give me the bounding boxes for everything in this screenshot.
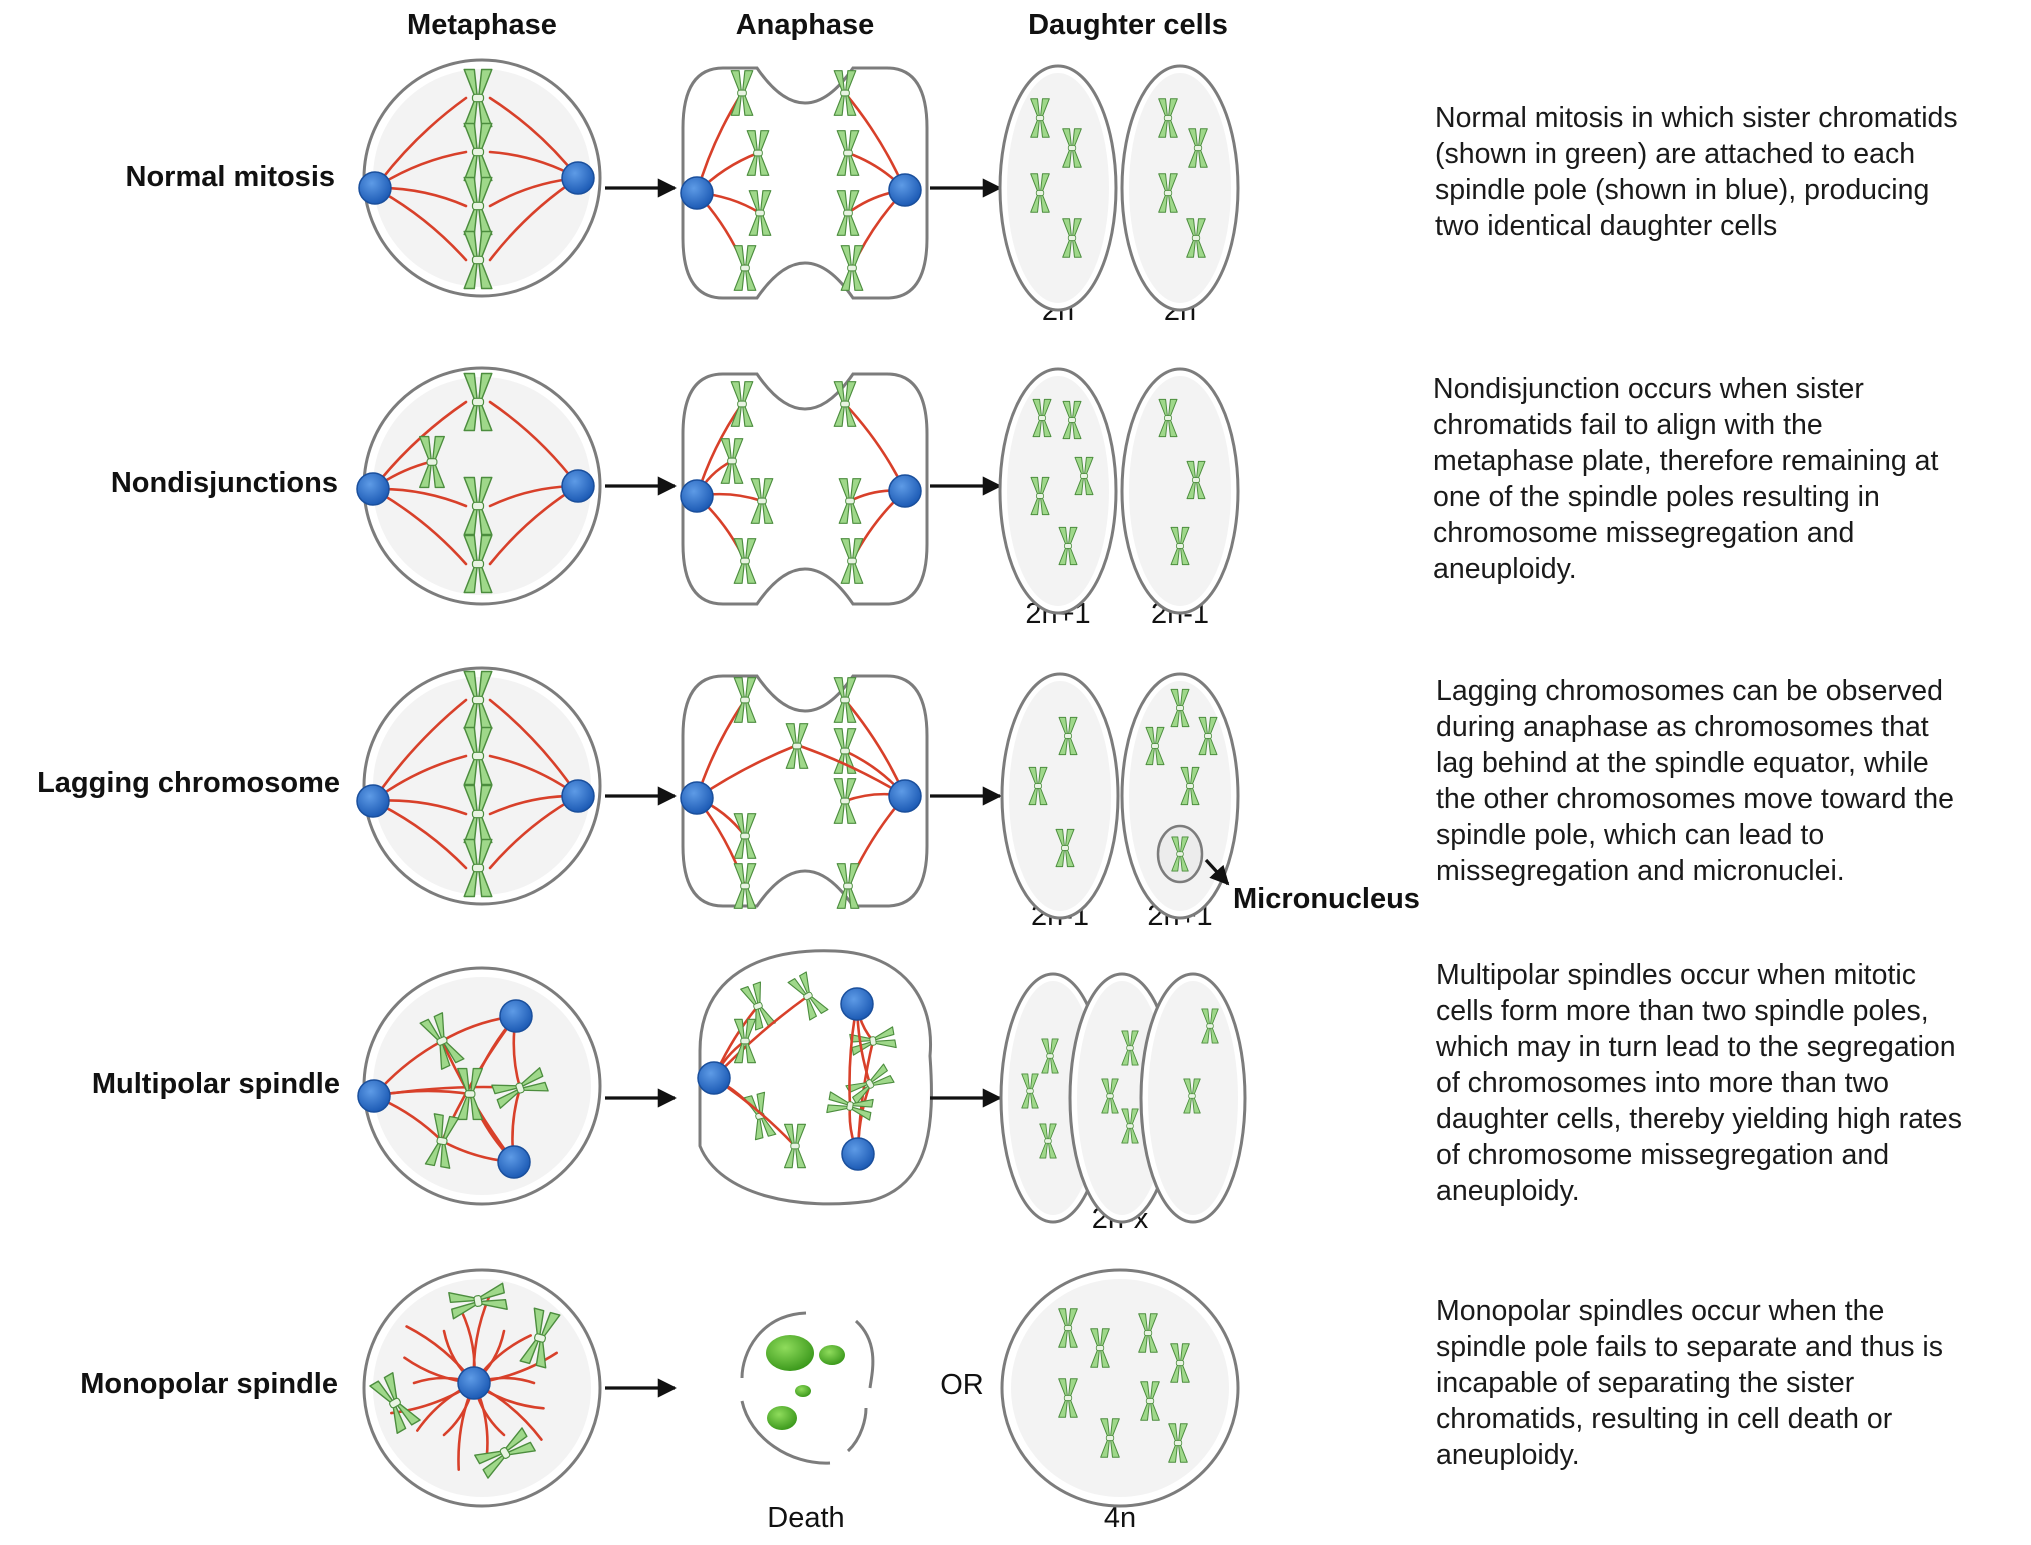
- row-label-normal-mitosis: Normal mitosis: [126, 161, 336, 193]
- spindle-pole: [358, 171, 392, 205]
- death-membrane-fragment: [846, 1407, 868, 1453]
- description-line: cells form more than two spindle poles,: [1436, 995, 1929, 1027]
- description-line: missegregation and micronuclei.: [1436, 855, 1845, 887]
- description-line: which may in turn lead to the segregatio…: [1435, 1031, 1956, 1063]
- description-line: two identical daughter cells: [1435, 210, 1777, 242]
- spindle-pole: [561, 469, 595, 503]
- spindle-pole: [888, 474, 922, 508]
- spindle-pole: [680, 781, 714, 815]
- apoptotic-body: [767, 1406, 797, 1430]
- death-membrane-fragment: [740, 1400, 831, 1465]
- description-line: the other chromosomes move toward the: [1436, 783, 1954, 815]
- daughter-cell-interior: [1129, 73, 1231, 303]
- spindle-pole: [888, 173, 922, 207]
- description-line: metaphase plate, therefore remaining at: [1433, 445, 1938, 477]
- description-line: aneuploidy.: [1436, 1175, 1580, 1207]
- daughter-cell-interior: [1009, 681, 1111, 911]
- description-multipolar-spindle: Multipolar spindles occur when mitotic c…: [1435, 959, 1970, 1207]
- description-line: spindle pole, which can lead to: [1436, 819, 1824, 851]
- death-membrane-fragment: [740, 1311, 807, 1379]
- apoptotic-body: [819, 1345, 845, 1365]
- row-label-monopolar-spindle: Monopolar spindle: [80, 1368, 338, 1400]
- apoptotic-body: [766, 1335, 814, 1371]
- description-line: chromosome missegregation and: [1433, 517, 1854, 549]
- spindle-pole: [499, 999, 533, 1033]
- daughter-cell-interior: [1007, 73, 1109, 303]
- description-line: spindle pole (shown in blue), producing: [1435, 174, 1929, 206]
- daughter-cell-interior: [1077, 981, 1167, 1215]
- micronucleus-label: Micronucleus: [1233, 883, 1420, 915]
- spindle-pole: [840, 987, 874, 1021]
- spindle-pole: [356, 784, 390, 818]
- death-label: Death: [767, 1502, 844, 1534]
- header-anaphase: Anaphase: [736, 9, 875, 41]
- description-line: spindle pole fails to separate and thus …: [1436, 1331, 1943, 1363]
- cell-illustrations: [356, 58, 1247, 1508]
- description-line: aneuploidy.: [1433, 553, 1577, 585]
- description-nondisjunctions: Nondisjunction occurs when sister chroma…: [1433, 373, 1946, 585]
- micronucleus-pointer: [1204, 858, 1230, 886]
- header-metaphase: Metaphase: [407, 9, 557, 41]
- spindle-pole: [680, 479, 714, 513]
- row-label-multipolar-spindle: Multipolar spindle: [92, 1068, 340, 1100]
- description-lagging-chromosome: Lagging chromosomes can be observed duri…: [1436, 675, 1962, 887]
- spindle-pole: [697, 1061, 731, 1095]
- tetraploid-cell-interior: [1011, 1279, 1229, 1497]
- description-line: aneuploidy.: [1436, 1439, 1580, 1471]
- spindle-pole: [841, 1137, 875, 1171]
- daughter-cell-interior: [1007, 376, 1109, 606]
- description-line: incapable of separating the sister: [1436, 1367, 1855, 1399]
- spindle-pole: [680, 176, 714, 210]
- death-membrane-fragment: [854, 1319, 875, 1389]
- description-line: lag behind at the spindle equator, while: [1436, 747, 1929, 779]
- description-line: (shown in green) are attached to each: [1435, 138, 1915, 170]
- anaphase-cell: [698, 949, 933, 1206]
- description-line: of chromosomes into more than two: [1436, 1067, 1889, 1099]
- description-line: of chromosome missegregation and: [1436, 1139, 1889, 1171]
- description-normal-mitosis: Normal mitosis in which sister chromatid…: [1435, 102, 1966, 242]
- spindle-pole: [497, 1145, 531, 1179]
- or-label: OR: [940, 1369, 984, 1401]
- description-line: Lagging chromosomes can be observed: [1436, 675, 1943, 707]
- description-line: during anaphase as chromosomes that: [1436, 711, 1929, 743]
- description-line: Normal mitosis in which sister chromatid…: [1435, 102, 1958, 134]
- row-label-nondisjunctions: Nondisjunctions: [111, 467, 338, 499]
- anaphase-cell: [681, 372, 929, 606]
- spindle-pole: [356, 472, 390, 506]
- header-daughter-cells: Daughter cells: [1028, 9, 1228, 41]
- description-line: Monopolar spindles occur when the: [1436, 1295, 1884, 1327]
- spindle-pole: [561, 161, 595, 195]
- spindle-pole: [561, 779, 595, 813]
- spindle-pole: [457, 1366, 491, 1400]
- row-label-lagging-chromosome: Lagging chromosome: [37, 767, 340, 799]
- description-line: one of the spindle poles resulting in: [1433, 481, 1880, 513]
- spindle-pole: [357, 1079, 391, 1113]
- apoptotic-body: [795, 1385, 811, 1397]
- description-line: Multipolar spindles occur when mitotic: [1436, 959, 1916, 991]
- spindle-pole: [888, 779, 922, 813]
- description-monopolar-spindle: Monopolar spindles occur when the spindl…: [1436, 1295, 1951, 1471]
- daughter-cell-interior: [1129, 376, 1231, 606]
- description-line: chromatids, resulting in cell death or: [1436, 1403, 1893, 1435]
- description-line: Nondisjunction occurs when sister: [1433, 373, 1864, 405]
- description-line: daughter cells, thereby yielding high ra…: [1436, 1103, 1962, 1135]
- description-line: chromatids fail to align with the: [1433, 409, 1823, 441]
